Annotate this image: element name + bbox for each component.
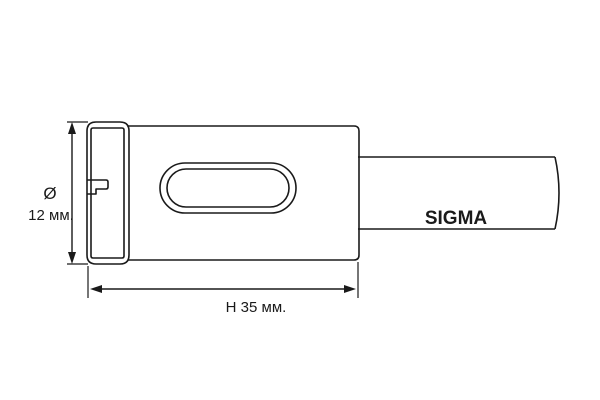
brand-label: SIGMA bbox=[425, 208, 488, 229]
shank bbox=[358, 156, 560, 230]
oval-window bbox=[159, 162, 297, 214]
diameter-symbol: Ø bbox=[43, 184, 56, 203]
length-dimension bbox=[87, 262, 359, 298]
cutter-body bbox=[128, 125, 360, 261]
diameter-dimension bbox=[67, 121, 88, 265]
diameter-label: 12 мм. bbox=[28, 207, 74, 224]
cutter-head bbox=[86, 121, 130, 265]
length-label: Н 35 мм. bbox=[226, 299, 287, 316]
